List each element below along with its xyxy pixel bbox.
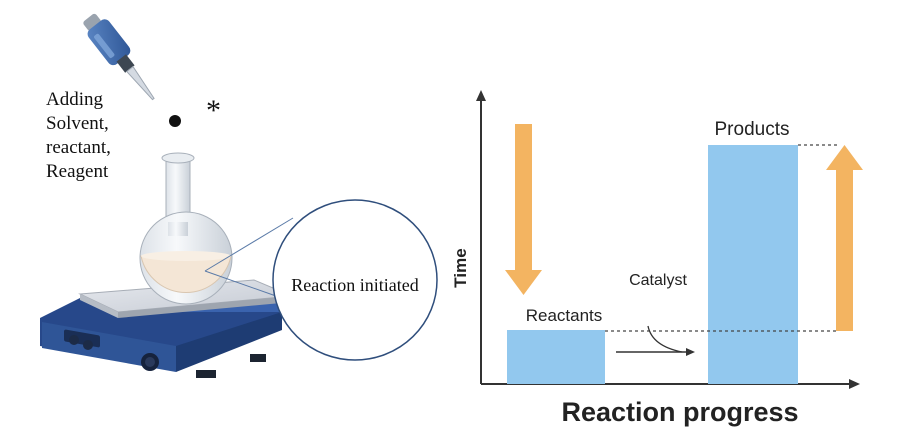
asterisk-mark: *	[206, 94, 221, 127]
reactants-bar	[507, 330, 605, 384]
reaction-initiated-label: Reaction initiated	[291, 275, 418, 295]
zoom-callout: Reaction initiated	[204, 199, 438, 361]
zoom-circle	[272, 199, 438, 361]
adding-reagents-label: Adding Solvent, reactant, Reagent	[46, 88, 111, 184]
catalyst-arrow-icon	[616, 325, 695, 356]
pipette-icon	[83, 13, 155, 101]
products-label: Products	[715, 119, 790, 140]
y-axis-label: Time	[451, 248, 470, 287]
label-line-1: Adding	[46, 89, 103, 110]
x-axis-label: Reaction progress	[561, 397, 798, 427]
catalyst-label: Catalyst	[629, 272, 687, 289]
reactants-label: Reactants	[526, 306, 603, 325]
down-arrow-icon	[505, 124, 542, 295]
up-arrow-icon	[826, 145, 863, 331]
products-bar	[708, 145, 798, 384]
reaction-graph: Reactants Products Catalyst Time Reactio…	[451, 90, 863, 427]
label-line-3: reactant,	[46, 137, 111, 158]
flask-icon	[139, 152, 233, 305]
drop-icon	[169, 115, 181, 127]
label-line-4: Reagent	[46, 161, 109, 182]
label-line-2: Solvent,	[46, 113, 109, 134]
